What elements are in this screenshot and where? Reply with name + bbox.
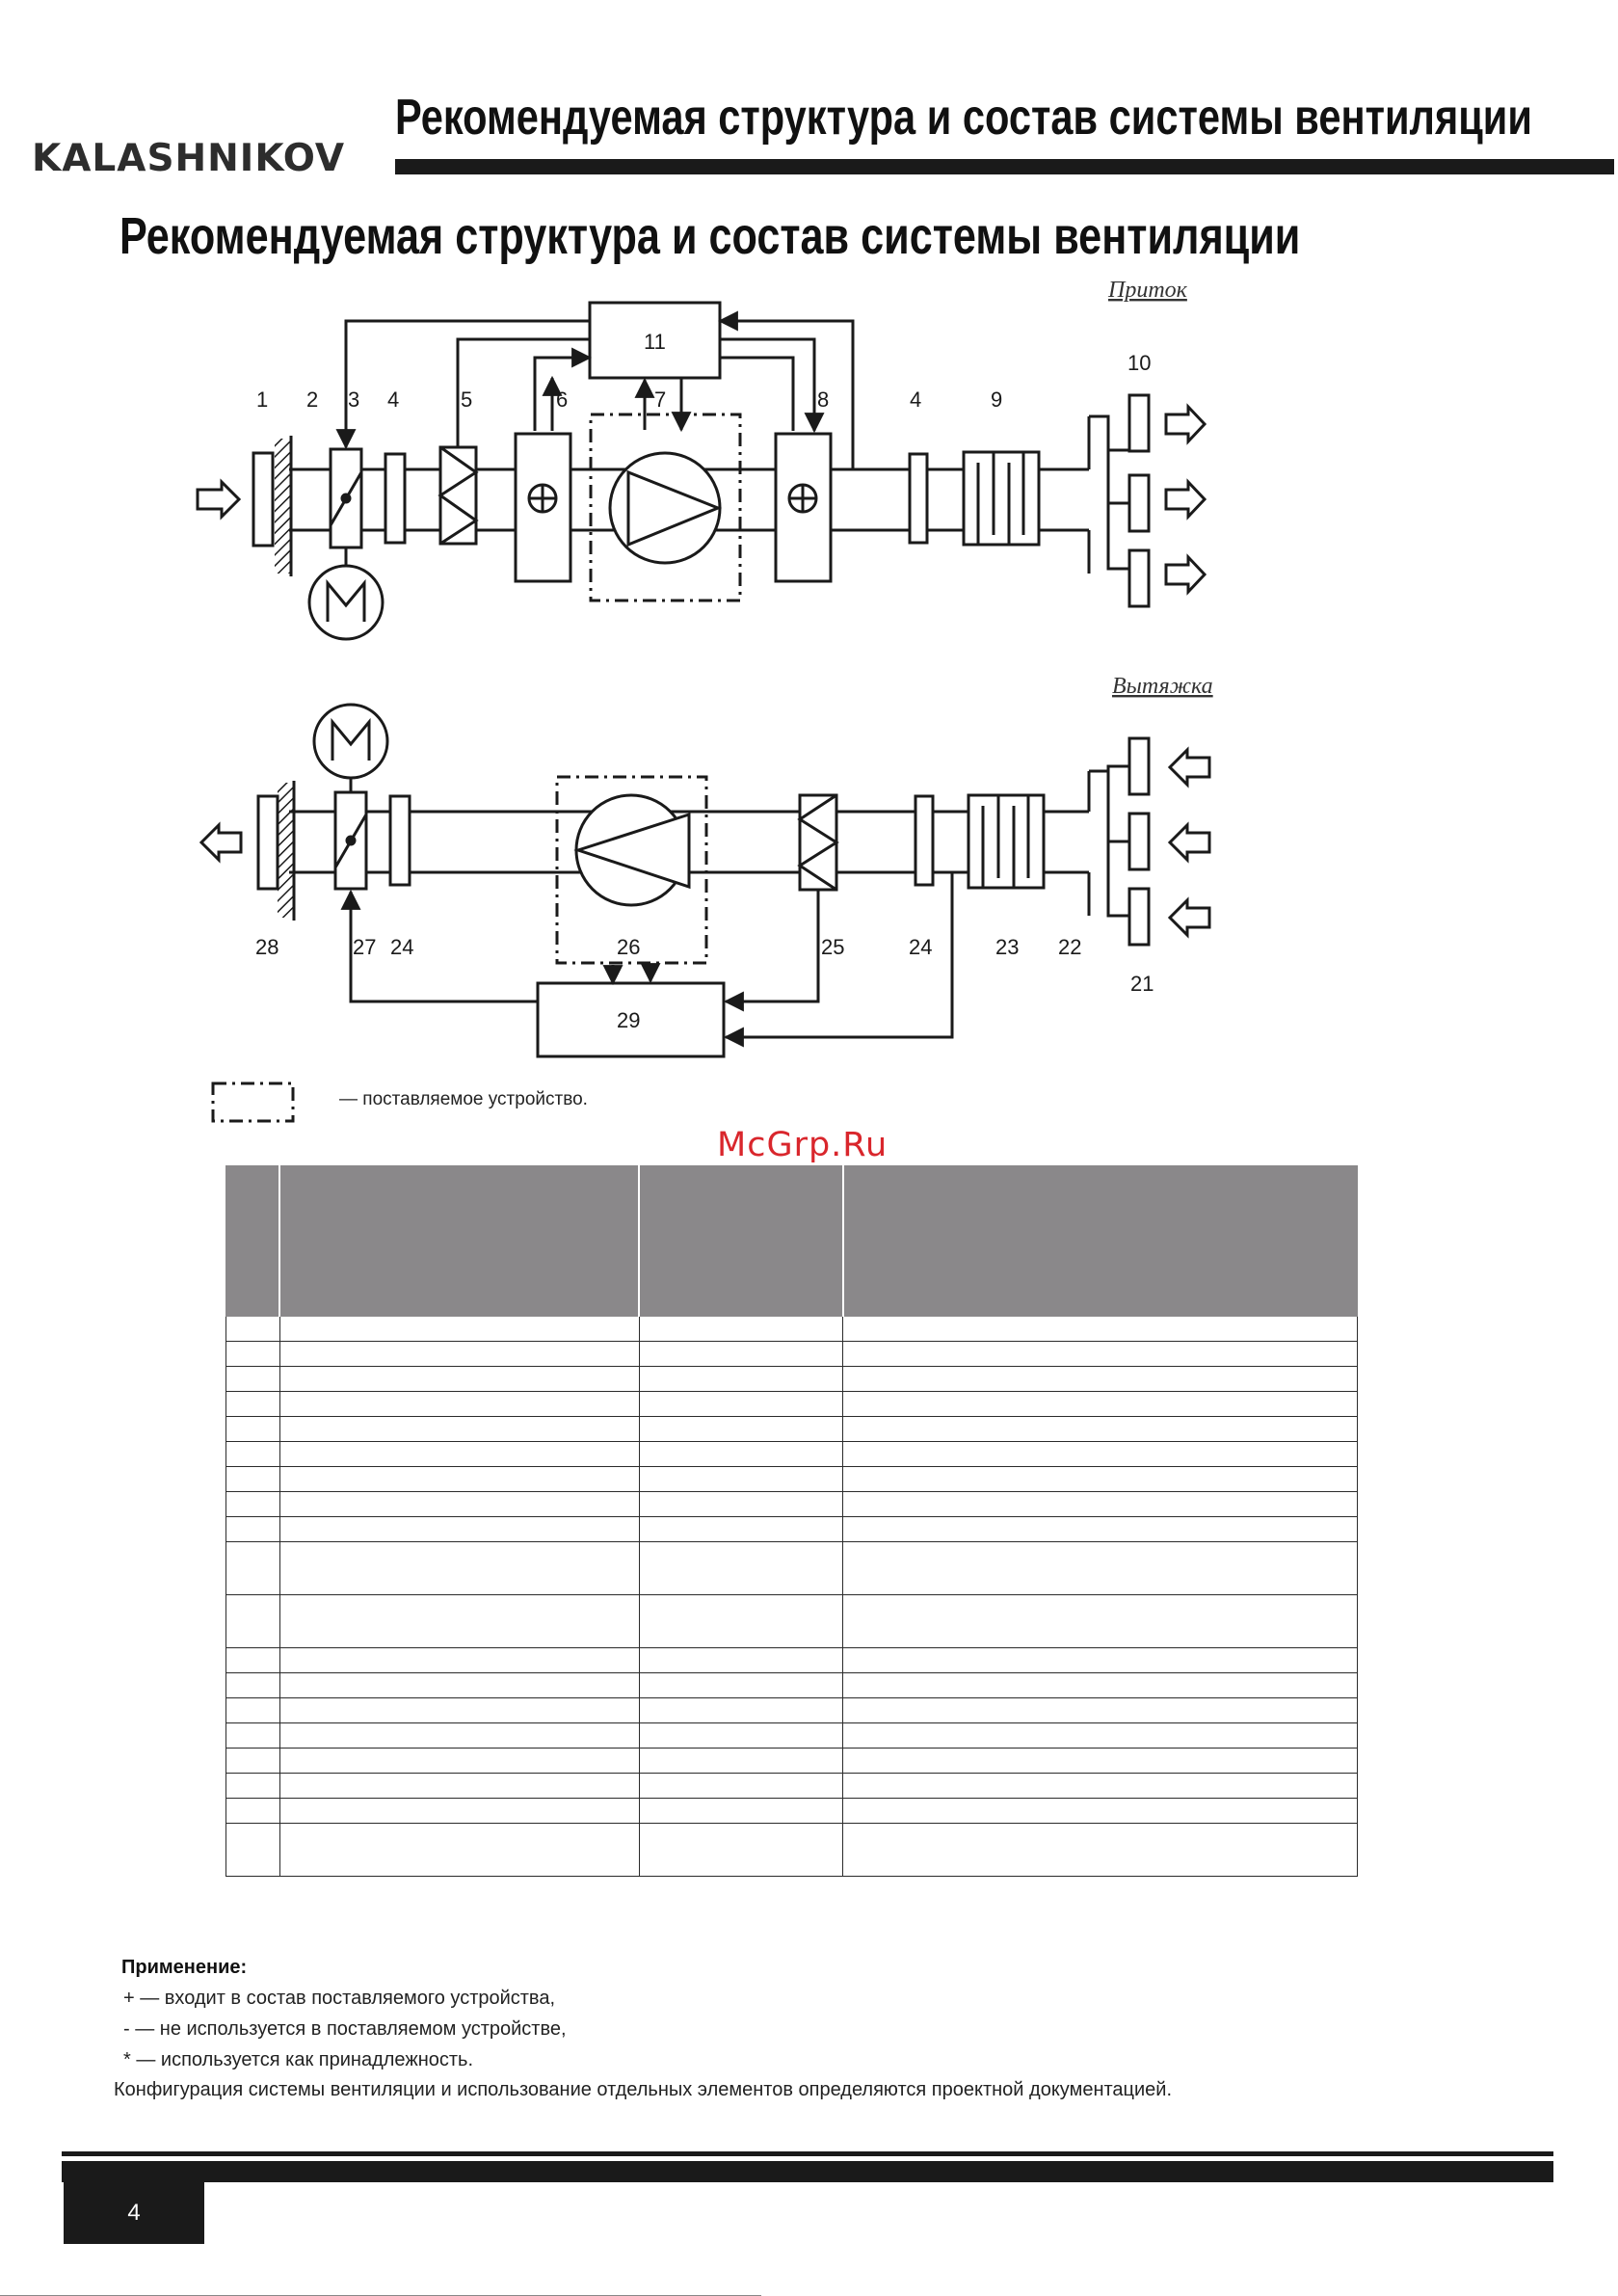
exhaust-labels: 28 27 24 26 25 24 23 22 21 29 [255,935,1154,1032]
exhaust-label: 24 [909,935,932,959]
legend-text: — поставляемое устройство. [339,1089,588,1109]
table-row [225,1798,1358,1824]
note-item: * — используется как принадлежность. [123,2049,474,2070]
table-row [225,1748,1358,1774]
table-row [225,1773,1358,1799]
table-row [225,1823,1358,1877]
exhaust-label: 26 [617,935,640,959]
table-row [225,1541,1358,1595]
note-item: - — не используется в поставляемом устро… [123,2018,567,2040]
table-header-cell [279,1165,641,1317]
exhaust-diagram [199,703,1211,1058]
page-number: 4 [127,2200,141,2226]
exhaust-label: 21 [1130,972,1154,996]
supply-label: 8 [817,387,829,412]
composition-table [225,1165,1358,1877]
watermark: McGrp.Ru [717,1126,889,1164]
supply-label: 9 [991,387,1002,412]
table-row [225,1391,1358,1417]
table-row [225,1466,1358,1492]
notes-title: Применение: [121,1957,248,1978]
brand-logo: KALASHNIKOV [32,137,346,180]
supply-label: 11 [644,330,666,354]
table-row [225,1697,1358,1723]
exhaust-label: 23 [995,935,1019,959]
table-row [225,1672,1358,1698]
table-header-row [225,1165,1358,1317]
table-row [225,1491,1358,1517]
supply-label: 3 [348,387,359,412]
table-row [225,1366,1358,1392]
exhaust-label: 25 [821,935,844,959]
table-row [225,1647,1358,1673]
page-number-box [64,2182,204,2244]
footer-rule [62,2151,1553,2156]
table-row [225,1516,1358,1542]
exhaust-label: 22 [1058,935,1081,959]
table-row [225,1441,1358,1467]
ventilation-diagram: 1 2 3 4 5 6 7 8 4 9 10 11 Приток [196,278,1213,1123]
supply-diagram [196,301,1207,641]
supply-label: 7 [654,387,666,412]
header-rule [395,159,1614,174]
supply-label: 4 [910,387,921,412]
header-title: Рекомендуемая структура и состав системы… [395,90,1532,146]
supply-label: 4 [387,387,399,412]
supply-label: 5 [461,387,472,412]
table-row [225,1341,1358,1367]
exhaust-label: 29 [617,1008,640,1032]
table-row [225,1316,1358,1342]
legend-swatch [211,1081,295,1123]
supply-labels: 1 2 3 4 5 6 7 8 4 9 10 11 [256,330,1151,412]
table-row [225,1594,1358,1648]
table-row [225,1416,1358,1442]
exhaust-label: 27 [353,935,376,959]
table-header-cell [638,1165,844,1317]
supply-label: 6 [556,387,568,412]
supply-label: 2 [306,387,318,412]
supply-caption: Приток [1107,278,1188,303]
exhaust-caption: Вытяжка [1112,674,1213,699]
supply-label: 1 [256,387,268,412]
page-title: Рекомендуемая структура и состав системы… [119,207,1301,265]
footer-bar [62,2161,1553,2182]
supply-label: 10 [1127,351,1151,375]
note-item: + — входит в состав поставляемого устрой… [123,1988,556,2009]
exhaust-label: 24 [390,935,413,959]
notes-footer-text: Конфигурация системы вентиляции и исполь… [114,2079,1173,2100]
table-header-cell [225,1165,281,1317]
exhaust-label: 28 [255,935,279,959]
table-header-cell [842,1165,1358,1317]
table-row [225,1722,1358,1749]
